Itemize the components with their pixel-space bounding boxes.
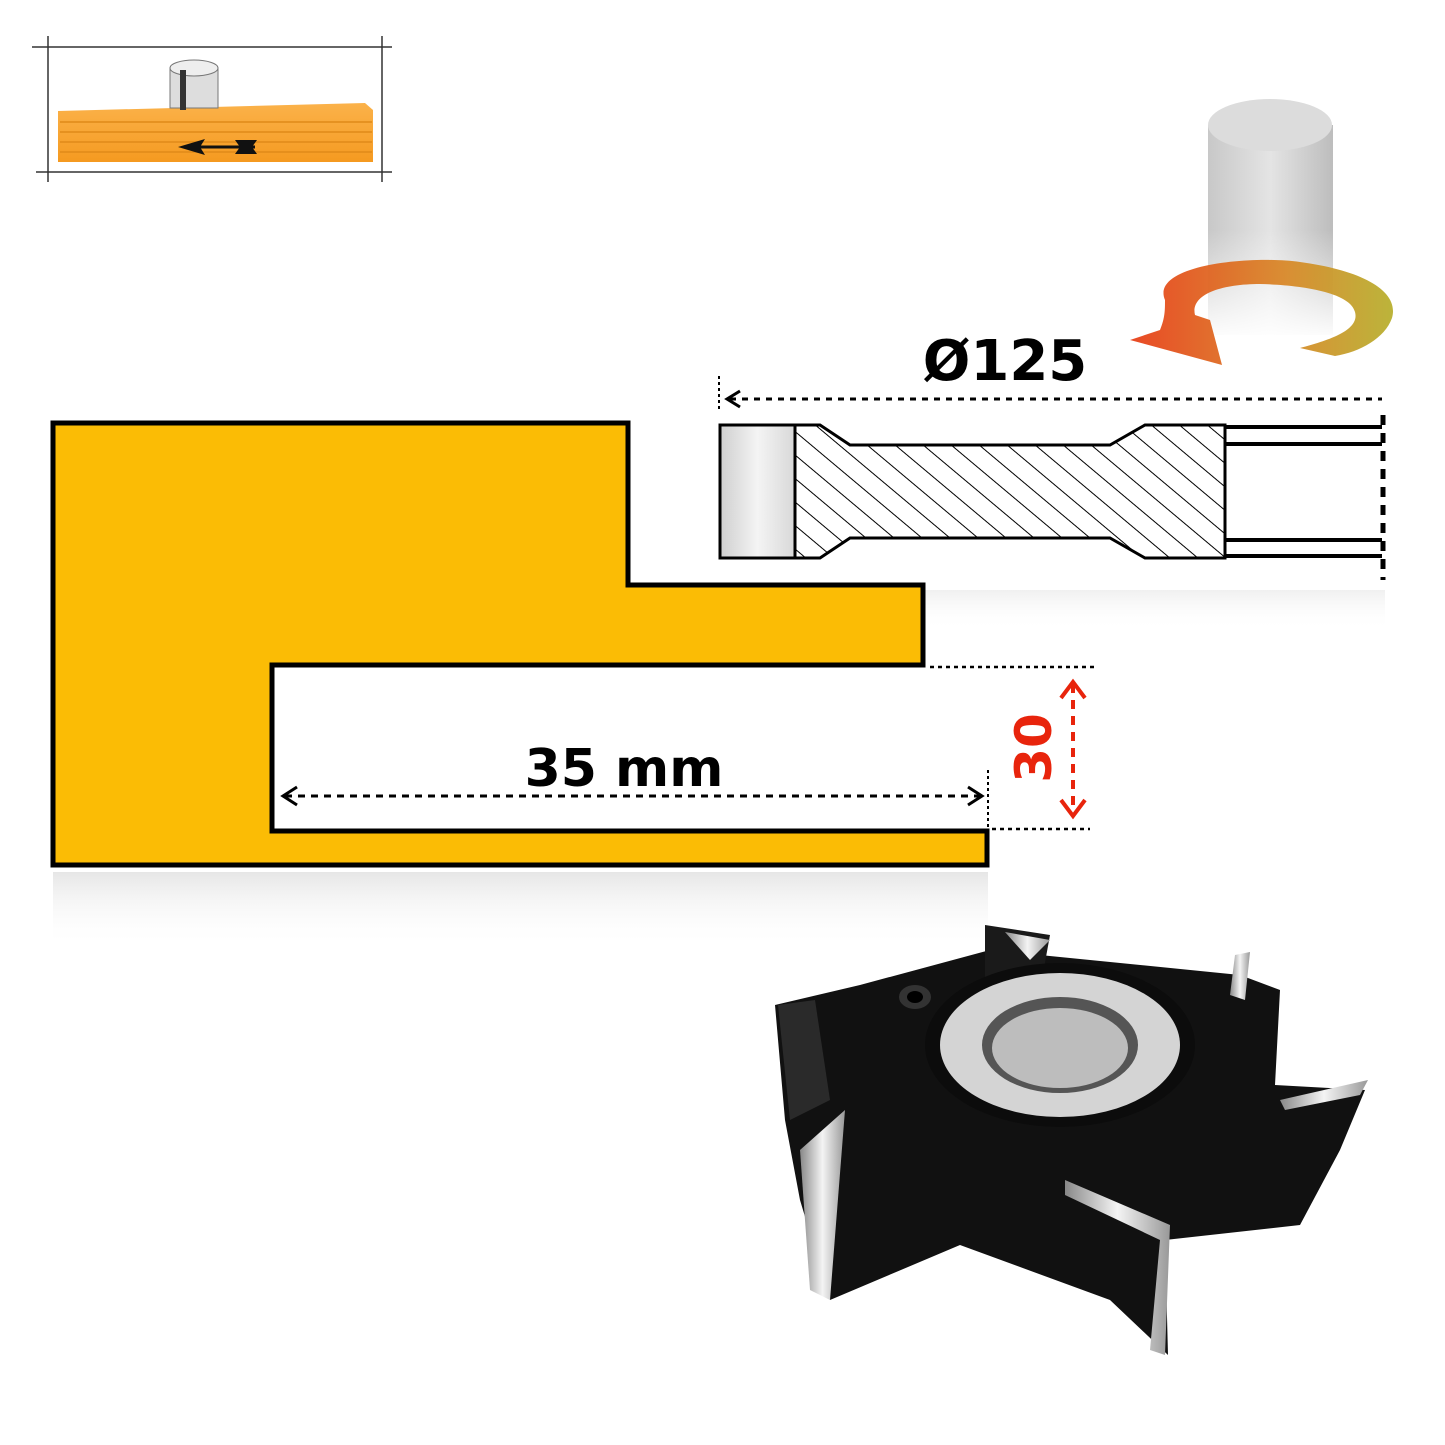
height-label: 30 [1005, 713, 1063, 783]
height-dimension: 30 [930, 665, 1098, 831]
spindle-rotation-icon [1130, 99, 1394, 365]
wood-board-icon [58, 103, 373, 162]
rebate-profile [50, 420, 990, 947]
rebate-cutter-photo [775, 925, 1368, 1355]
depth-label: 35 mm [525, 739, 724, 799]
router-bit-icon [169, 59, 219, 110]
depth-dimension: 35 mm [280, 739, 989, 830]
feed-arrow-icon [178, 139, 257, 155]
usage-thumbnail [32, 36, 392, 182]
diameter-label: Ø125 [923, 329, 1088, 394]
diameter-dimension: Ø125 [718, 329, 1382, 412]
